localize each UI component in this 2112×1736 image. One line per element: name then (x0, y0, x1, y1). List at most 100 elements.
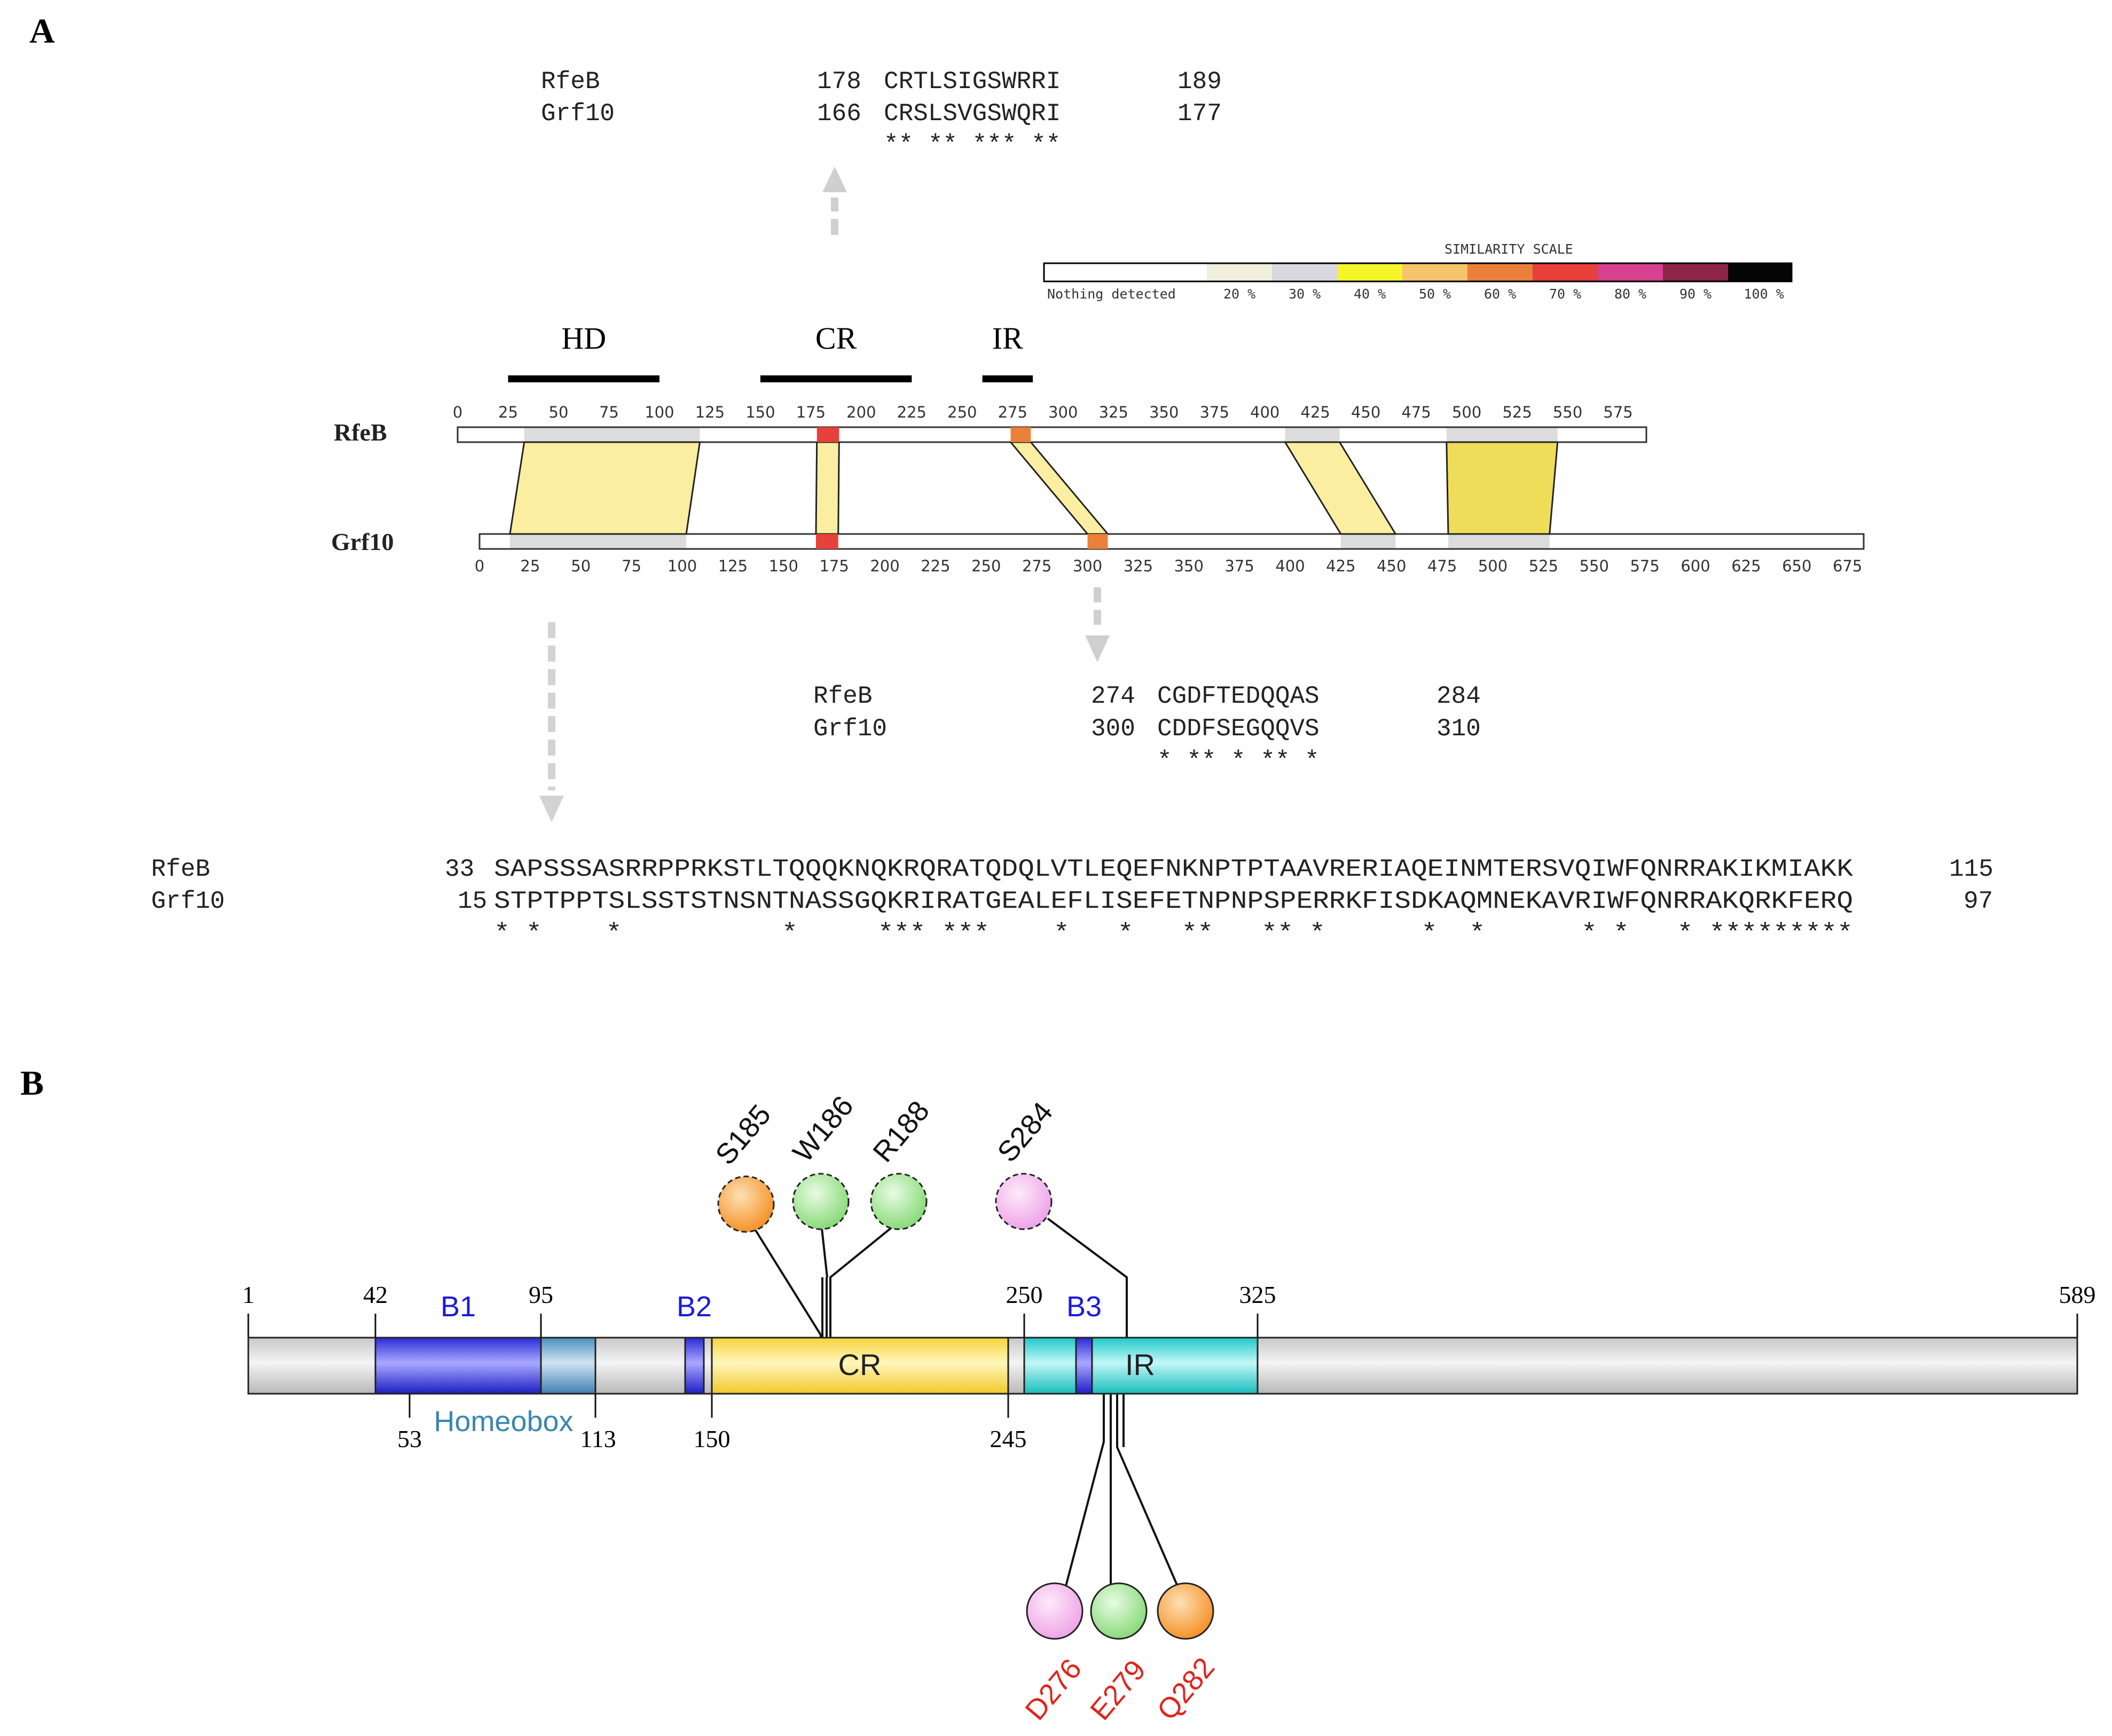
alignment-bottom-stars: * * * * *** *** * * ** ** * * * * * * **… (494, 920, 1853, 947)
similarity-block (1283, 441, 1397, 535)
grf10-tick-label: 400 (1275, 557, 1305, 575)
residue-label-s185: S185 (709, 1099, 777, 1171)
scale-cell (1728, 263, 1792, 281)
alignment-bottom-start-1: 33 (445, 855, 474, 883)
rfeb-tick-label: 350 (1149, 403, 1179, 421)
position-53: 53 (397, 1425, 422, 1452)
grf10-tick-label: 50 (571, 557, 591, 575)
grf10-tick-label: 75 (622, 557, 641, 575)
similarity-block (509, 441, 701, 535)
grf10-tick-label: 200 (870, 557, 899, 575)
residue-label-e279: E279 (1084, 1654, 1152, 1726)
residue-label-r188: R188 (867, 1095, 936, 1168)
grf10-tick-label: 500 (1478, 557, 1508, 575)
alignment-top-seq-2: CRSLSVGSWQRI (884, 100, 1061, 128)
grf10-mark (815, 534, 838, 549)
grf10-tick-label: 325 (1124, 557, 1153, 575)
alignment-top-name-2: Grf10 (541, 100, 615, 128)
alignment-mid-start-2: 300 (1091, 715, 1135, 743)
rfeb-tick-label: 25 (498, 403, 518, 421)
grf10-tick-label: 100 (668, 557, 697, 575)
position-589: 589 (2059, 1281, 2096, 1308)
alignment-bottom: RfeB 33 SAPSSSASRRPPRKSTLTQQQKNQKRQRATQD… (151, 855, 1993, 947)
scale-label: 60 % (1484, 286, 1516, 302)
scale-cell (1272, 263, 1337, 281)
scale-label: 30 % (1289, 286, 1321, 302)
rfeb-mark (1010, 427, 1031, 442)
rfeb-tick-label: 400 (1250, 403, 1279, 421)
residue-label-s284: S284 (991, 1096, 1059, 1168)
scale-label: 40 % (1354, 286, 1386, 302)
rfeb-shade (1446, 427, 1558, 442)
protein-name-rfeb: RfeB (334, 419, 387, 446)
residue-circle-e279 (1090, 1582, 1148, 1640)
similarity-block (1446, 441, 1559, 535)
rfeb-tick-label: 425 (1301, 403, 1330, 421)
rfeb-shade (1285, 427, 1340, 442)
alignment-mid: RfeB 274 CGDFTEDQQAS 284 Grf10 300 CDDFS… (813, 682, 1481, 775)
residue-circle-q282 (1157, 1582, 1214, 1640)
scale-cell (1207, 263, 1272, 281)
rfeb-mark (816, 427, 839, 442)
rfeb-tick-label: 50 (549, 403, 569, 421)
scale-cell (1044, 263, 1207, 281)
position-113: 113 (580, 1425, 616, 1452)
up-arrow-icon (822, 167, 847, 235)
residue-circle-s284 (995, 1173, 1053, 1230)
similarity-block (1009, 441, 1110, 535)
region-b3-label: B3 (1066, 1291, 1102, 1323)
position-250: 250 (1006, 1281, 1043, 1308)
protein-name-grf10: Grf10 (331, 528, 394, 555)
rfeb-tick-label: 325 (1099, 403, 1128, 421)
down-arrow-icon (539, 622, 564, 822)
grf10-tick-label: 575 (1630, 557, 1659, 575)
scale-label: 70 % (1549, 286, 1581, 302)
residue-label-w186: W186 (787, 1090, 860, 1168)
residue-circle-w186 (792, 1173, 850, 1230)
scale-cell (1663, 263, 1728, 281)
scale-cell (1337, 263, 1402, 281)
rfeb-tick-label: 250 (947, 403, 977, 421)
alignment-mid-start-1: 274 (1091, 682, 1135, 710)
rfeb-tick-label: 550 (1553, 403, 1582, 421)
grf10-tick-label: 475 (1427, 557, 1457, 575)
position-150: 150 (694, 1425, 731, 1452)
position-42: 42 (363, 1281, 388, 1308)
homeobox-label: Homeobox (434, 1405, 573, 1437)
alignment-bottom-start-2: 15 (458, 887, 487, 915)
scale-cell (1402, 263, 1467, 281)
scale-label: 20 % (1223, 286, 1255, 302)
panel-b-label: B (20, 1064, 44, 1103)
segment-label-ir: IR (1125, 1348, 1155, 1381)
similarity-scale-title: SIMILARITY SCALE (1444, 241, 1573, 257)
grf10-shade (509, 534, 687, 549)
grf10-tick-label: 25 (520, 557, 540, 575)
grf10-shade (1340, 534, 1396, 549)
alignment-top-start-1: 178 (817, 68, 861, 96)
rfeb-tick-label: 300 (1048, 403, 1078, 421)
grf10-tick-label: 225 (921, 557, 950, 575)
region-b2-label: B2 (677, 1291, 712, 1323)
panel-a-label: A (29, 12, 55, 51)
rfeb-tick-label: 475 (1401, 403, 1431, 421)
rfeb-tick-label: 500 (1452, 403, 1481, 421)
scale-label: 90 % (1679, 286, 1711, 302)
rfeb-tick-label: 150 (745, 403, 775, 421)
alignment-top-seq-1: CRTLSIGSWRRI (884, 68, 1061, 96)
rfeb-tick-label: 375 (1200, 403, 1229, 421)
protein-domain-bar: CR IR (247, 1337, 2078, 1395)
grf10-tick-label: 350 (1174, 557, 1204, 575)
grf10-tick-label: 300 (1073, 557, 1102, 575)
position-95: 95 (529, 1281, 553, 1308)
alignment-top-name-1: RfeB (541, 68, 600, 96)
rfeb-tick-label: 275 (998, 403, 1027, 421)
rfeb-tick-label: 175 (796, 403, 826, 421)
grf10-shade (1448, 534, 1550, 549)
grf10-tick-label: 600 (1681, 557, 1710, 575)
alignment-bottom-name-2: Grf10 (151, 887, 225, 915)
alignment-mid-name-2: Grf10 (813, 715, 887, 743)
position-1: 1 (242, 1281, 255, 1308)
down-arrow-icon (1085, 587, 1110, 662)
